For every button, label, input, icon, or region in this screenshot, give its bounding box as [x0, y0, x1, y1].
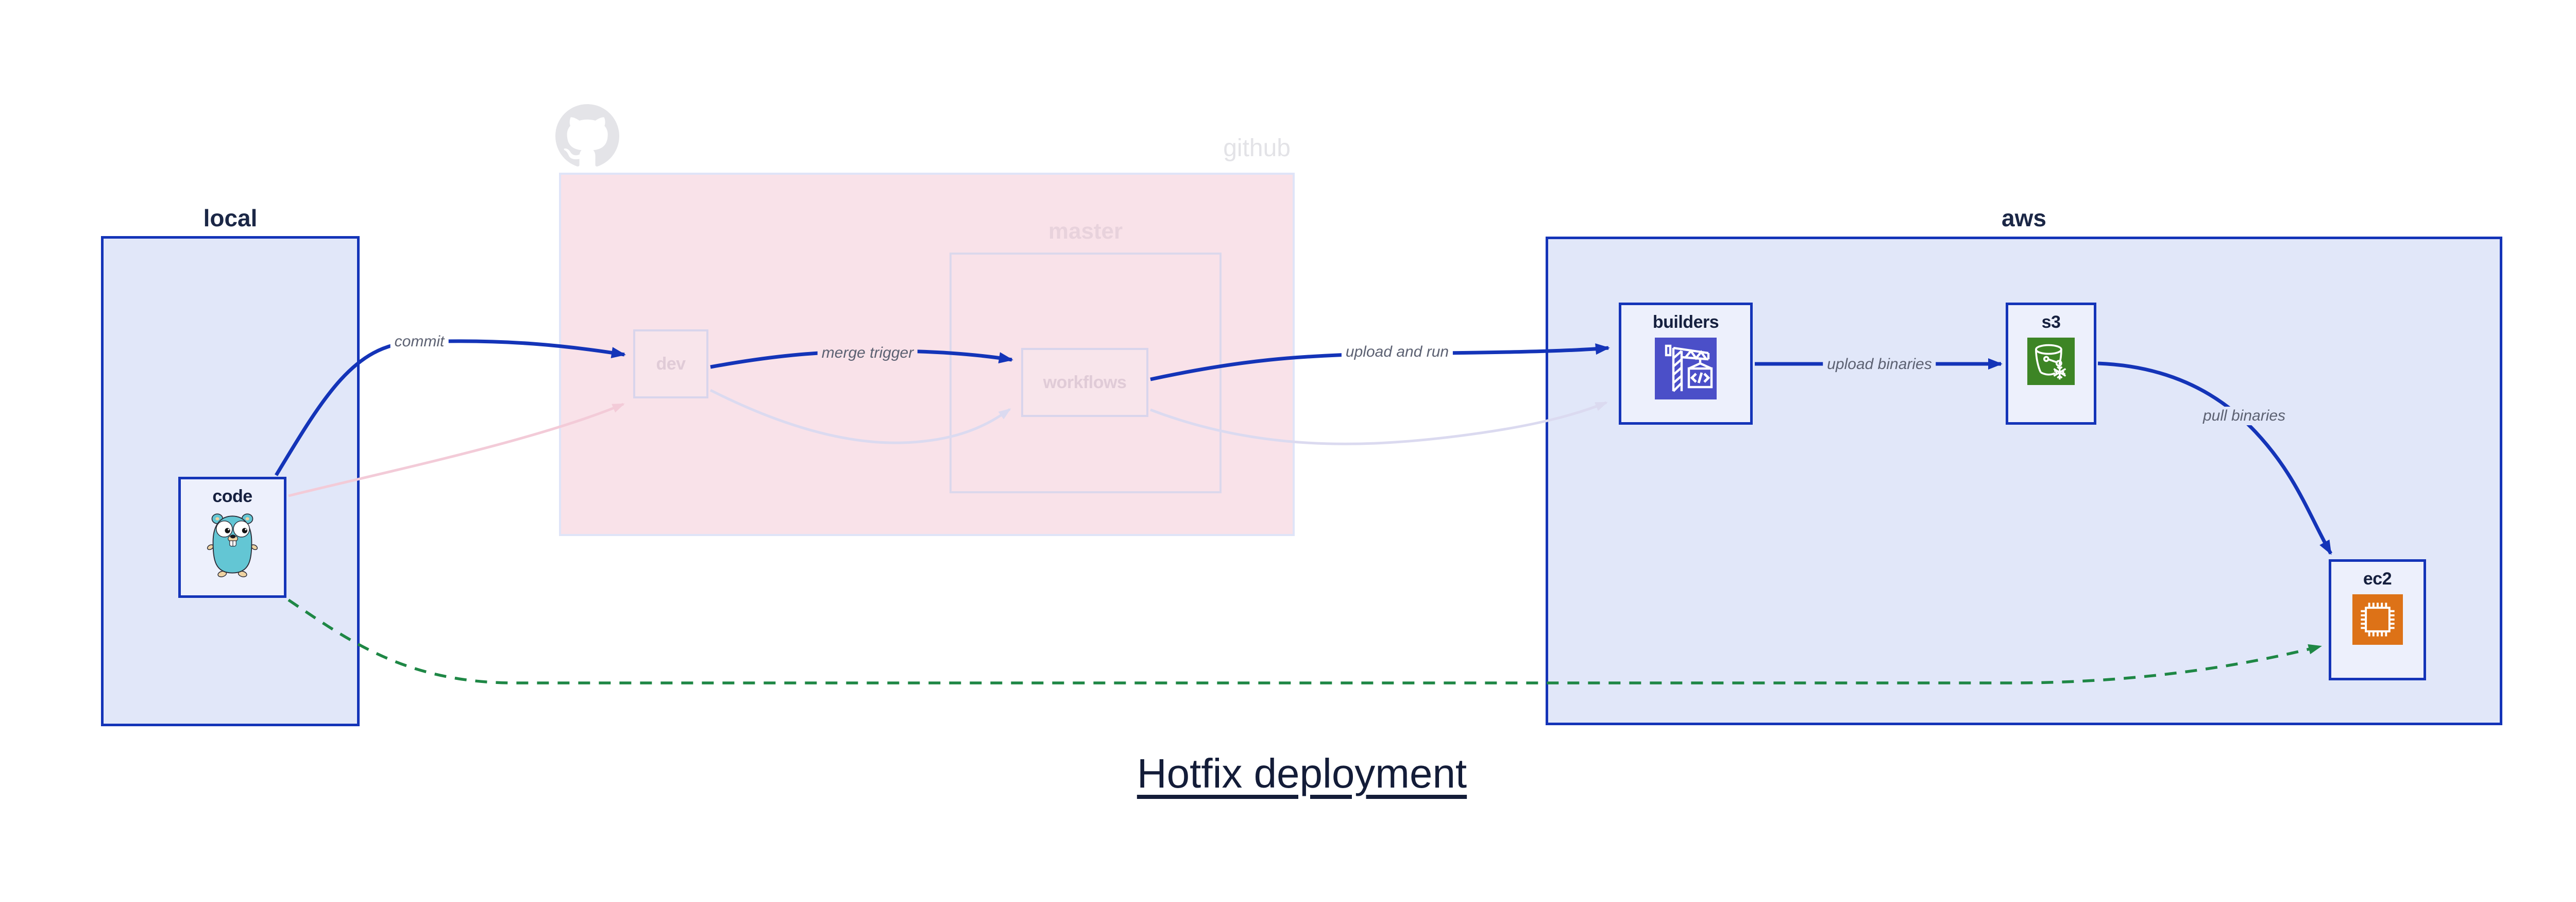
aws-codebuild-icon	[1655, 338, 1717, 399]
edge-label-upload-binaries: upload binaries	[1823, 355, 1936, 374]
node-ec2: ec2	[2329, 559, 2426, 680]
node-workflows: workflows	[1021, 348, 1148, 417]
edge-faded-run-path	[1150, 401, 1608, 445]
node-label-ec2: ec2	[2363, 569, 2392, 589]
aws-s3-glacier-icon	[2027, 338, 2075, 385]
edge-faded-commit-path	[288, 403, 625, 497]
aws-ec2-chip-icon	[2352, 594, 2403, 645]
edge-pull-binaries-path	[2097, 361, 2333, 555]
group-master-branch	[950, 253, 1222, 493]
node-label-dev: dev	[656, 354, 686, 374]
go-gopher-icon	[206, 512, 259, 581]
group-label-aws: aws	[2002, 205, 2046, 231]
group-label-github: github	[1223, 135, 1291, 162]
node-s3: s3	[2006, 303, 2096, 425]
edge-label-pull-binaries: pull binaries	[2198, 407, 2290, 425]
node-builders: builders	[1619, 303, 1753, 425]
node-label-builders: builders	[1652, 312, 1719, 332]
node-label-s3: s3	[2041, 312, 2061, 332]
node-label-workflows: workflows	[1043, 372, 1127, 392]
edge-label-upload-and-run: upload and run	[1341, 343, 1453, 361]
github-logo-icon	[555, 104, 619, 168]
edge-commit-path	[275, 339, 626, 476]
group-label-local: local	[203, 205, 258, 231]
node-code: code	[178, 477, 286, 598]
group-label-master: master	[1048, 219, 1123, 244]
edge-hotfix-pull-path	[287, 598, 2322, 684]
node-dev: dev	[633, 329, 708, 398]
edge-label-merge-trigger: merge trigger	[817, 344, 918, 362]
edge-label-commit: commit	[390, 332, 449, 351]
node-label-code: code	[212, 487, 252, 506]
edge-faded-merge-path	[709, 389, 1011, 444]
diagram-title: Hotfix deployment	[1137, 750, 1467, 796]
